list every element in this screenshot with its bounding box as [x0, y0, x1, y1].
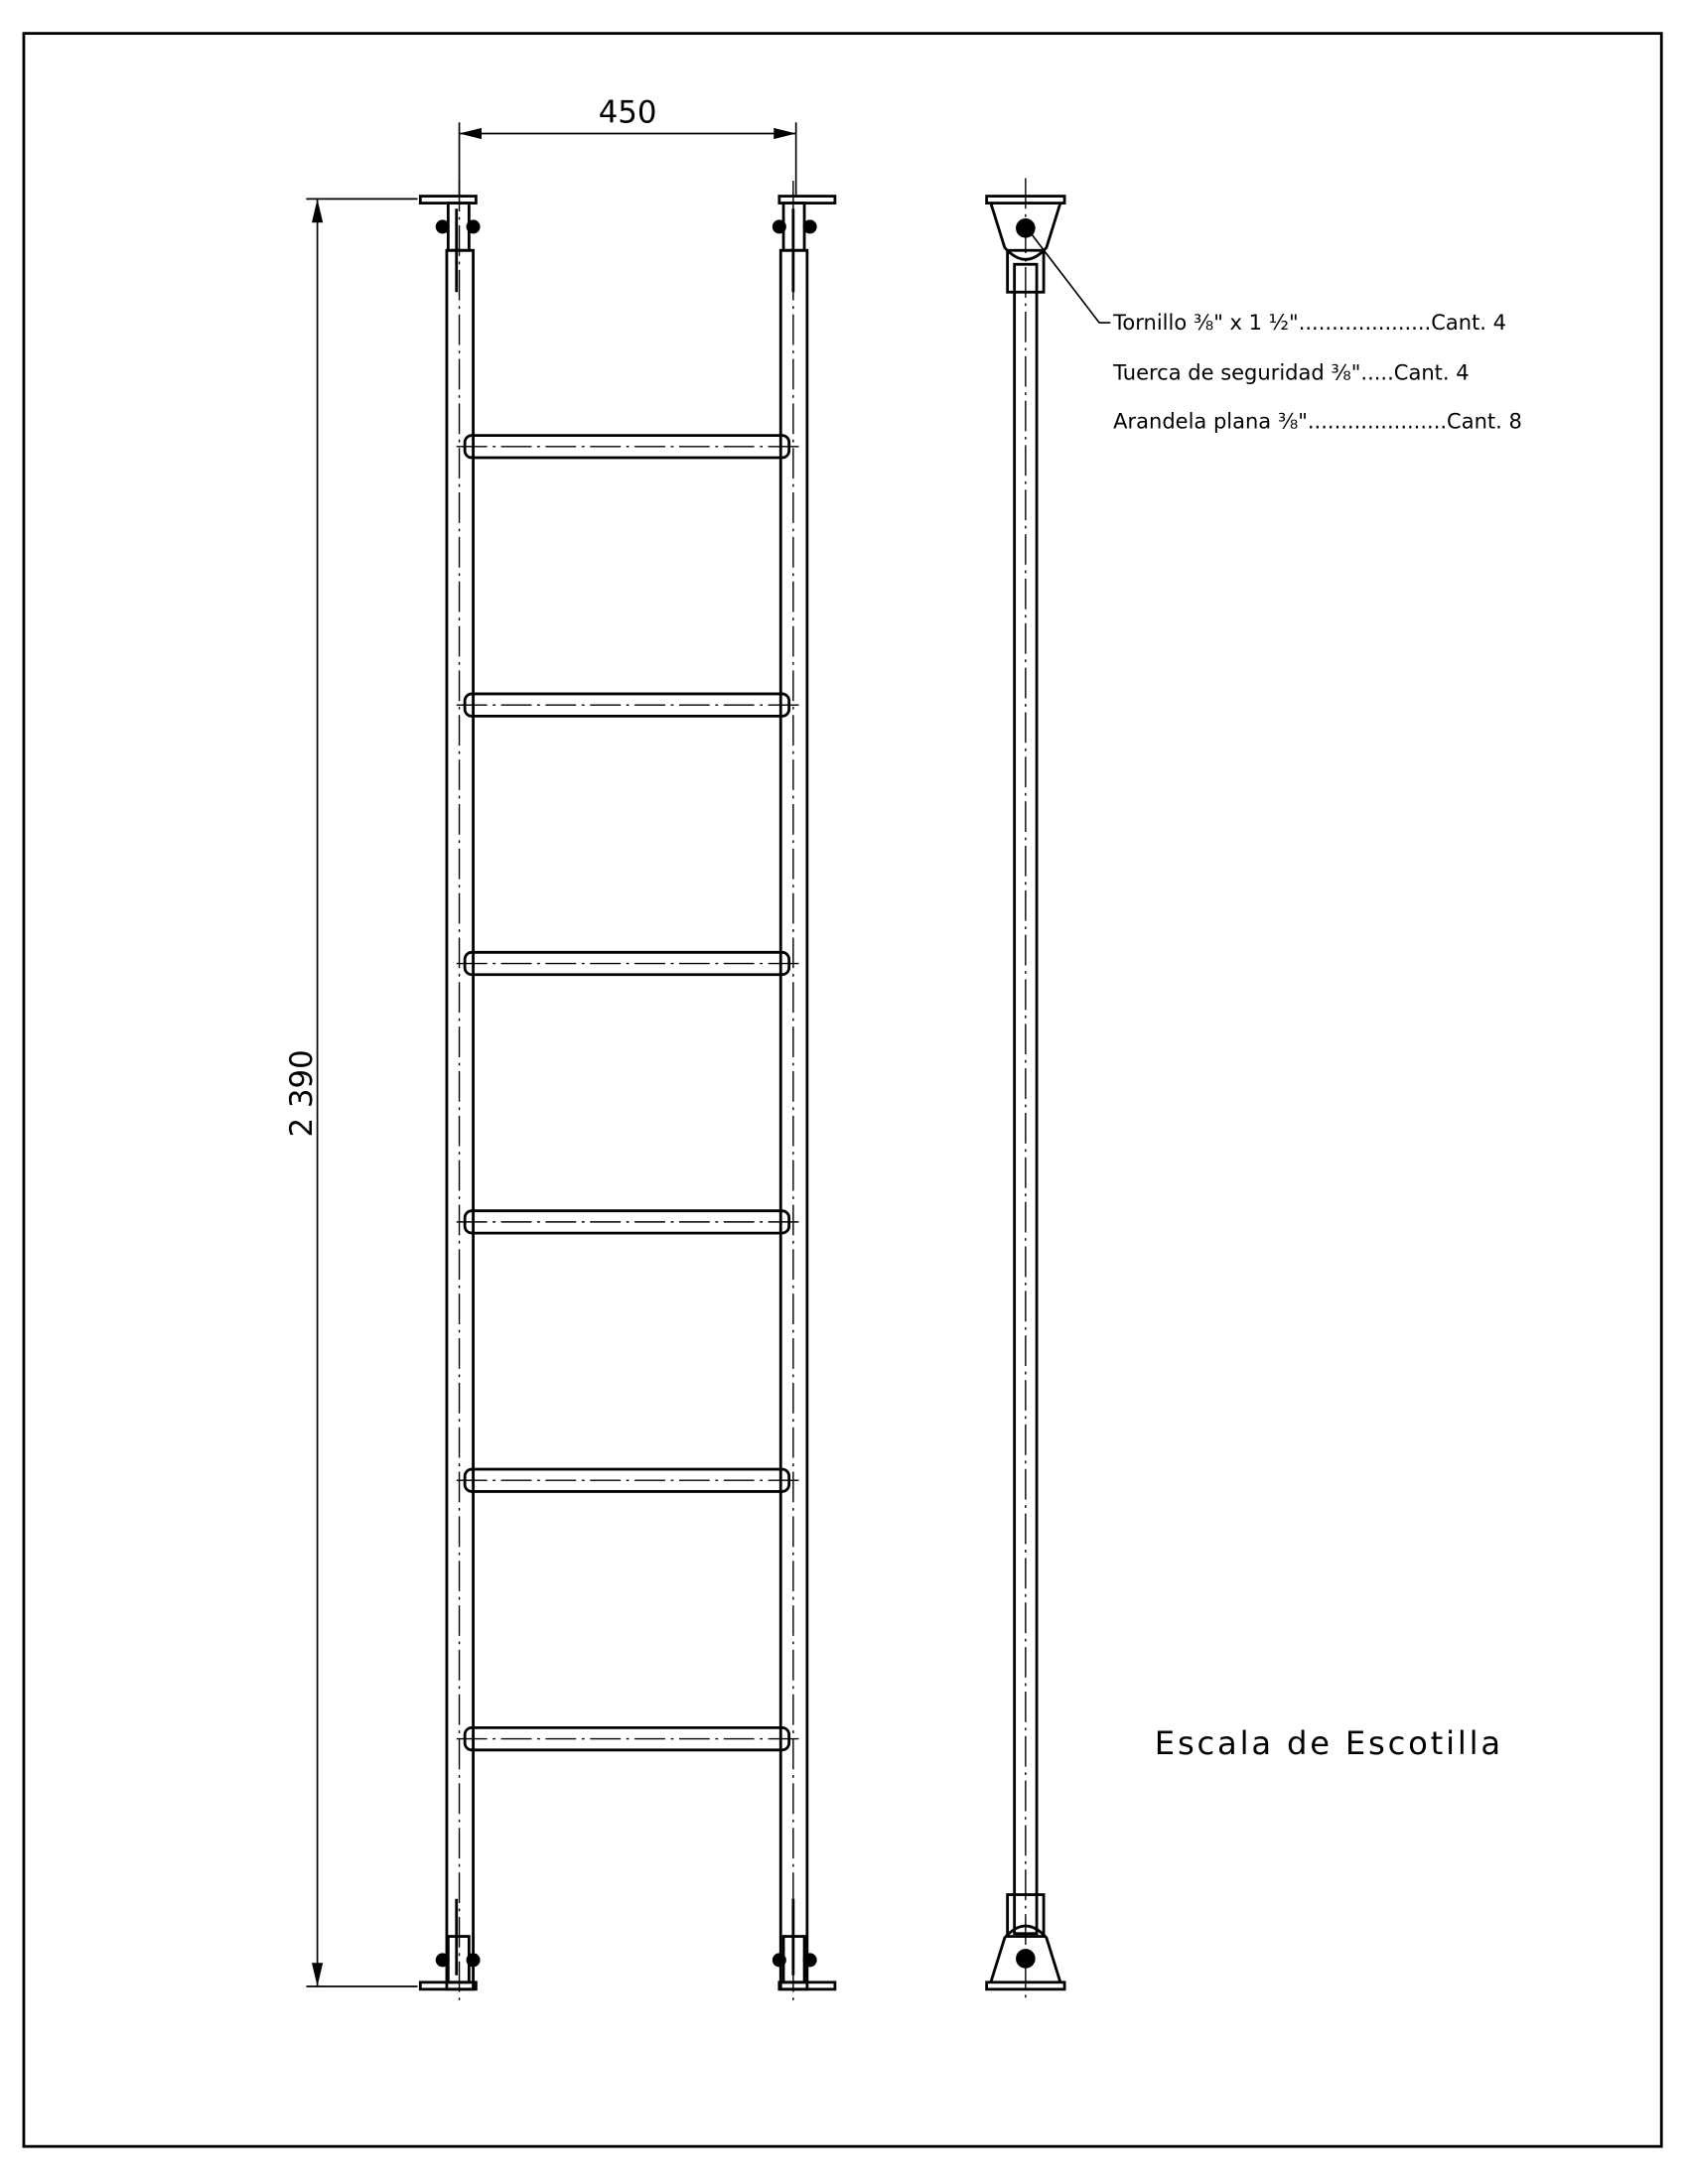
- top-right-bracket: [772, 195, 837, 293]
- height-dimension: 2 390: [284, 198, 418, 1987]
- height-dimension-label: 2 390: [284, 1049, 320, 1137]
- side-top-bracket: [985, 195, 1066, 294]
- bottom-right-bracket: [772, 1898, 837, 1991]
- width-dimension: 450: [458, 94, 797, 196]
- sheet-border: [22, 32, 1663, 2148]
- ladder-side-view: [985, 178, 1111, 2003]
- width-dimension-label: 450: [599, 94, 657, 130]
- top-left-bracket: [418, 195, 481, 293]
- parts-list: Tornillo ⅜" x 1 ½"....................Ca…: [1112, 310, 1522, 433]
- parts-list-item: Tuerca de seguridad ⅜".....Cant. 4: [1112, 360, 1469, 385]
- bottom-left-bracket: [418, 1898, 481, 1991]
- rungs: [456, 434, 799, 1752]
- ladder-front-view: [418, 181, 837, 2003]
- side-bottom-bracket: [985, 1893, 1066, 1991]
- drawing-title: Escala de Escotilla: [1155, 1724, 1503, 1762]
- parts-list-item: Arandela plana ⅜".....................Ca…: [1113, 409, 1522, 434]
- parts-list-item: Tornillo ⅜" x 1 ½"....................Ca…: [1112, 310, 1506, 335]
- leader-line: [1030, 232, 1111, 324]
